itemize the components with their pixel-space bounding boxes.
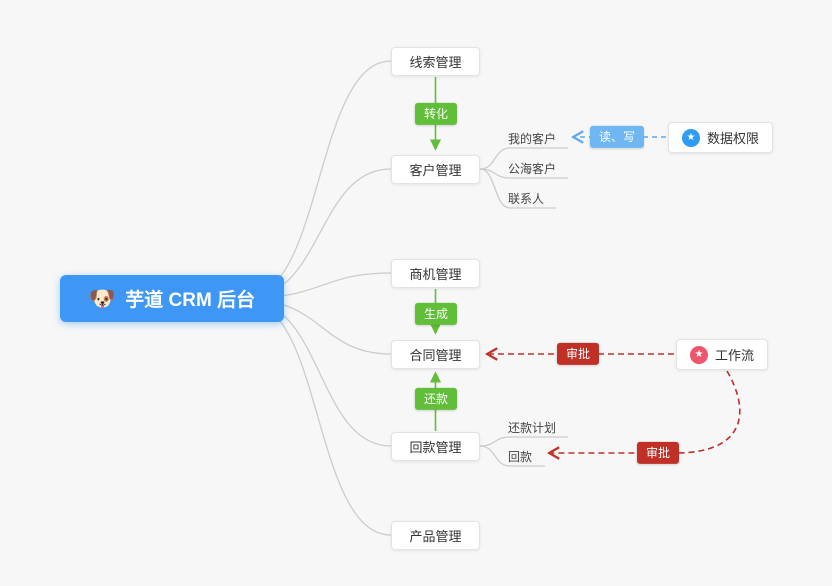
leaf-repay[interactable]: 回款 — [508, 450, 533, 464]
dog-emoji-icon: 🐶 — [88, 285, 117, 311]
edge-root-to-clue — [249, 60, 392, 295]
root-node-label: 芋道 CRM 后台 — [125, 290, 256, 311]
badge-read-write: 读、写 — [589, 125, 645, 149]
node-customer-management[interactable]: 客户管理 — [391, 155, 480, 184]
badge-approve-contract: 审批 — [556, 342, 600, 366]
edge-receivable-to-repay-plan — [479, 436, 568, 447]
star-icon: ★ — [690, 345, 708, 364]
arrow-approve-repayment — [552, 370, 741, 453]
node-receivable-management[interactable]: 回款管理 — [391, 432, 480, 461]
edge-customer-to-my-customer — [479, 147, 568, 170]
badge-transform: 转化 — [414, 102, 458, 126]
node-data-permission[interactable]: ★ 数据权限 — [668, 122, 774, 153]
side-node-label: 数据权限 — [707, 131, 760, 146]
node-label: 线索管理 — [409, 55, 462, 70]
node-contract-management[interactable]: 合同管理 — [391, 340, 480, 369]
node-business-management[interactable]: 商机管理 — [391, 259, 480, 288]
side-node-label: 工作流 — [715, 348, 755, 363]
leaf-my-customer[interactable]: 我的客户 — [508, 132, 557, 146]
edge-customer-to-contact — [479, 168, 556, 209]
node-label: 产品管理 — [409, 529, 462, 544]
node-workflow[interactable]: ★ 工作流 — [676, 339, 769, 370]
star-icon: ★ — [682, 128, 700, 147]
node-label: 合同管理 — [409, 348, 462, 363]
edge-root-to-product — [249, 303, 392, 536]
node-label: 回款管理 — [409, 440, 462, 455]
leaf-repay-plan[interactable]: 还款计划 — [508, 421, 557, 435]
node-label: 商机管理 — [409, 267, 462, 282]
edge-customer-to-pool-customer — [479, 168, 568, 179]
root-node-crm-admin[interactable]: 🐶 芋道 CRM 后台 — [60, 275, 284, 322]
leaf-contact[interactable]: 联系人 — [508, 192, 545, 206]
edge-receivable-to-repay — [479, 445, 545, 467]
badge-repayment: 还款 — [414, 387, 458, 411]
node-label: 客户管理 — [409, 163, 462, 178]
node-product-management[interactable]: 产品管理 — [391, 521, 480, 550]
node-clue-management[interactable]: 线索管理 — [391, 47, 480, 76]
badge-generate: 生成 — [414, 302, 458, 326]
badge-approve-repayment: 审批 — [636, 441, 680, 465]
leaf-pool-customer[interactable]: 公海客户 — [508, 162, 557, 176]
